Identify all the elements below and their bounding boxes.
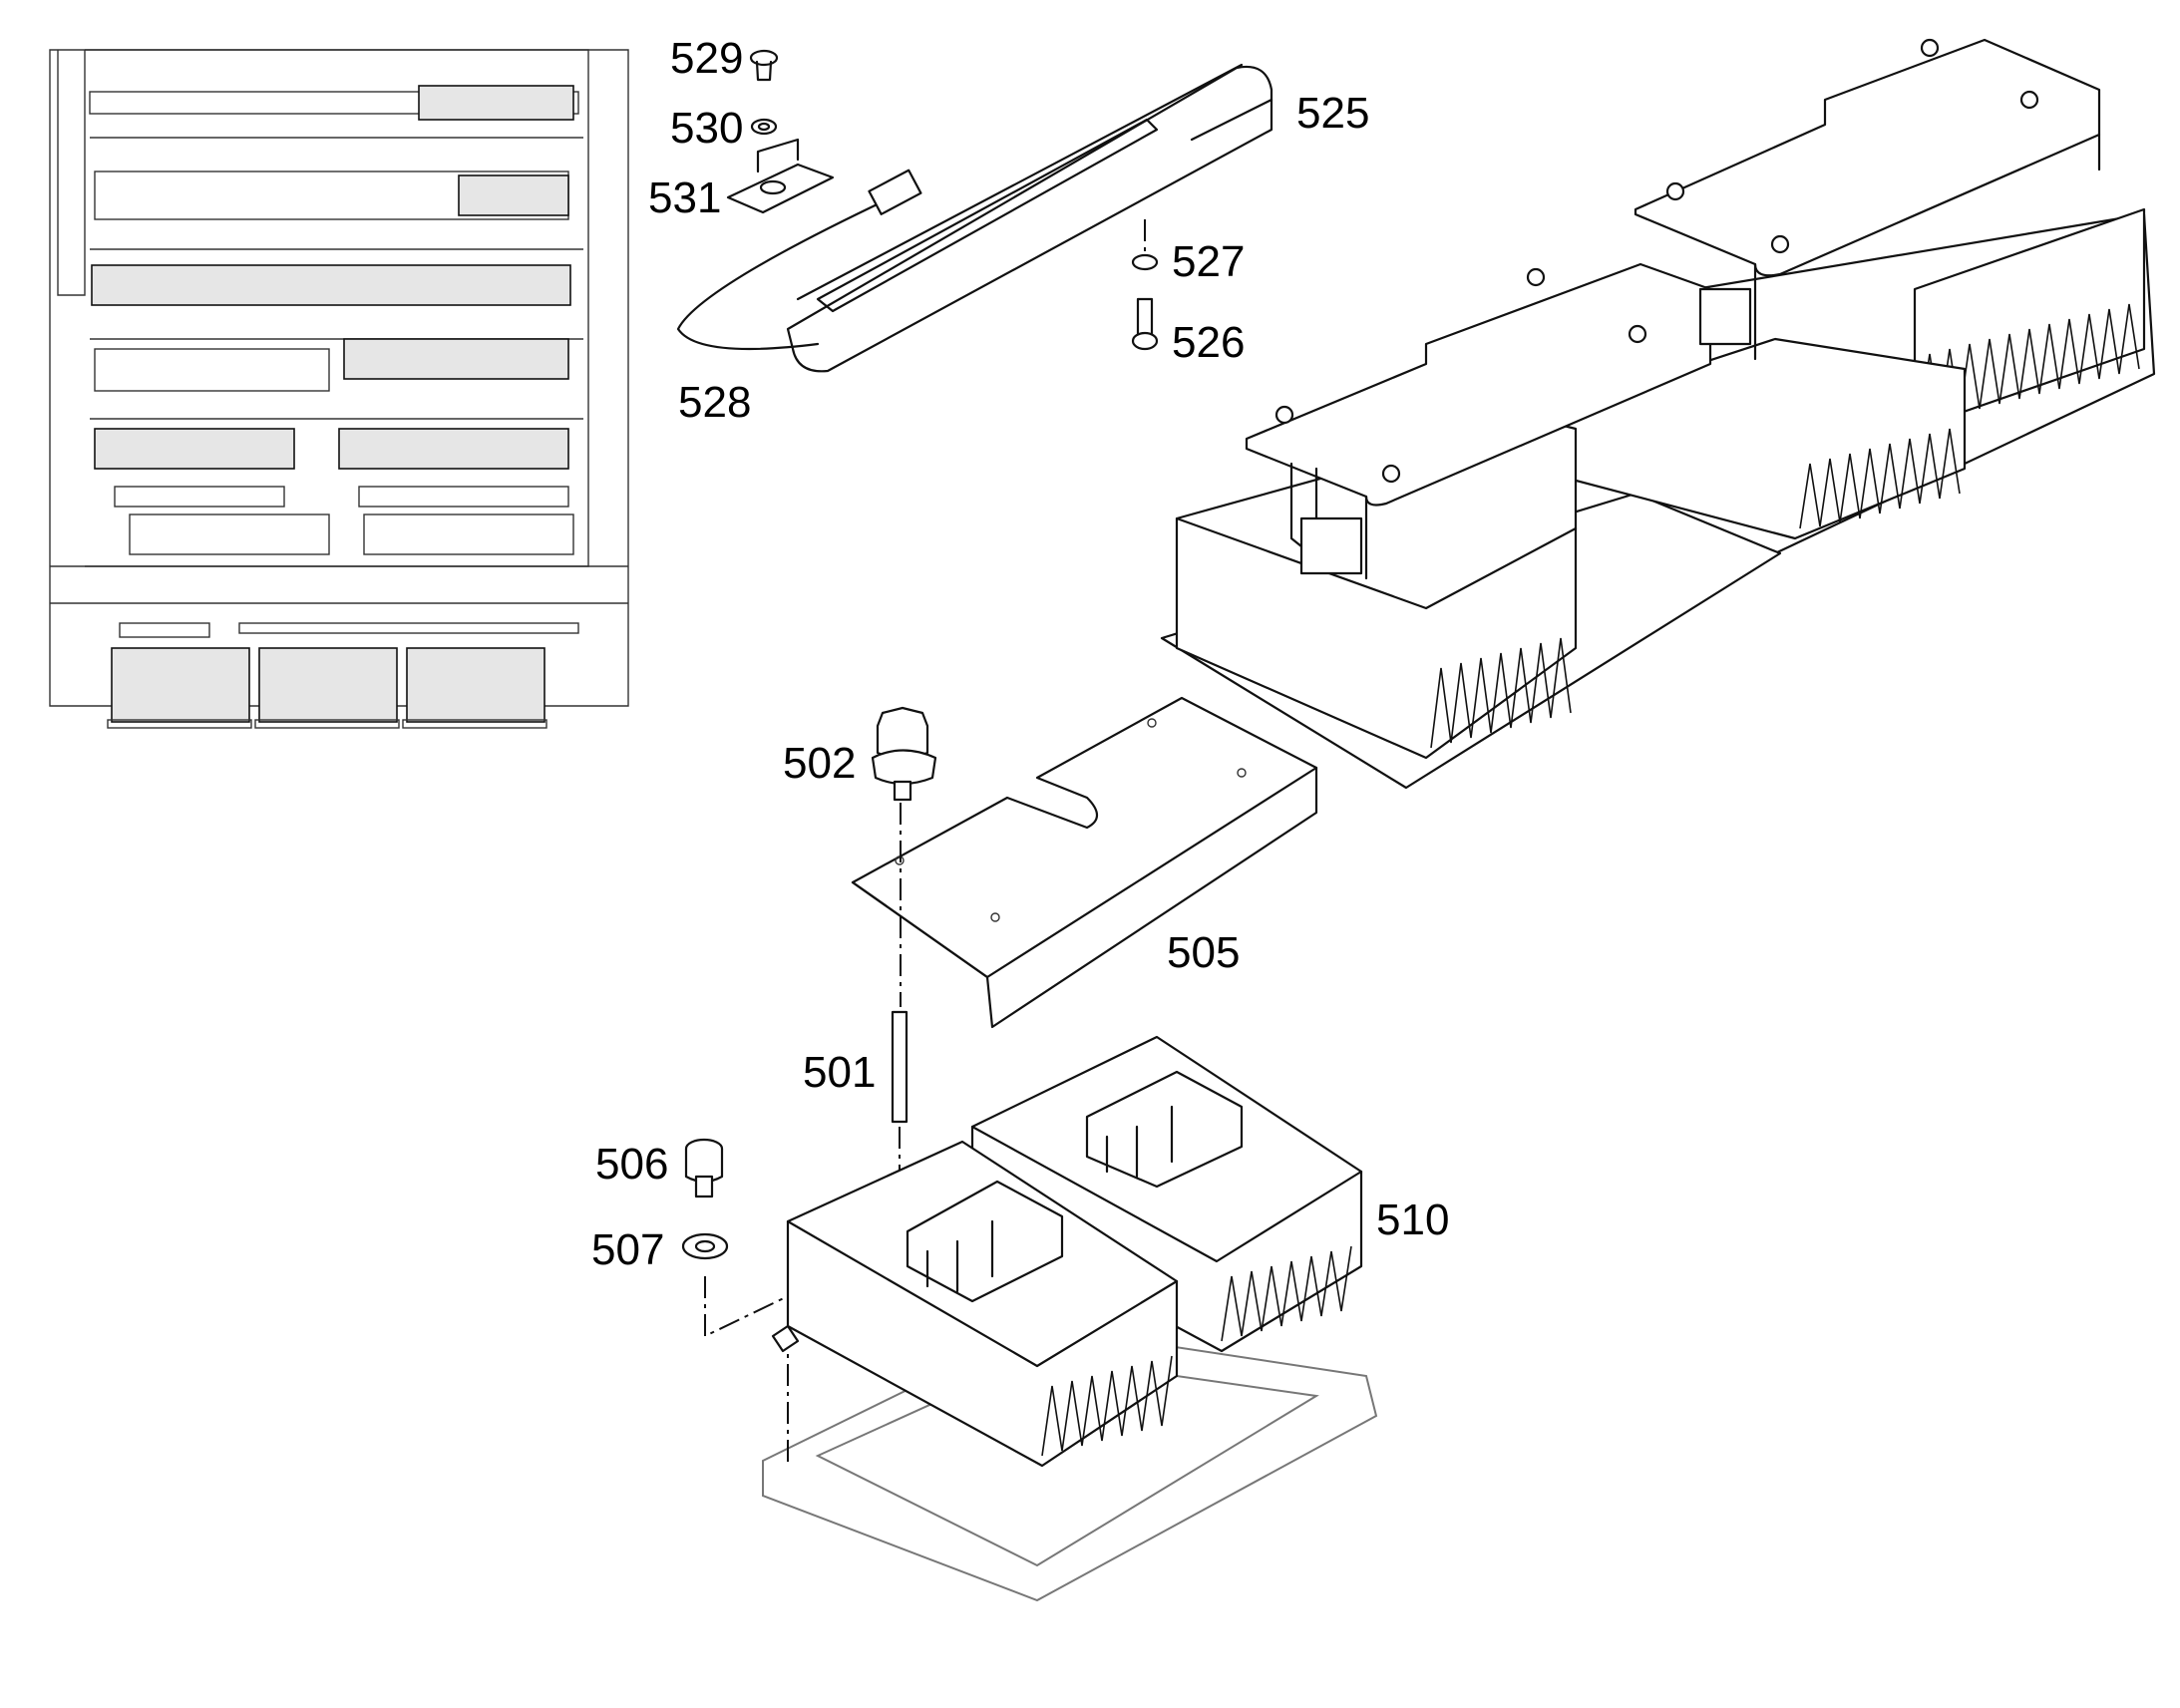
callout-507: 507 [591,1225,664,1274]
assembled-modules-right [1160,38,2156,790]
standoff-501 [891,1010,908,1246]
heatsink-module-510 [771,1035,1363,1468]
callout-526: 526 [1172,318,1245,367]
washer-530 [750,118,778,136]
callout-530: 530 [670,104,743,153]
screw-526 [1131,297,1159,351]
callout-531: 531 [648,173,721,222]
callout-506: 506 [595,1140,668,1189]
cover-bolts [1274,38,2039,484]
overview-modules [107,622,579,729]
washer-507 [681,1232,789,1338]
callout-labels: 529 530 531 525 527 526 528 502 505 501 … [591,34,1449,1274]
callout-502: 502 [783,739,856,788]
fan-tray-525 [676,63,1273,373]
callout-529: 529 [670,34,743,83]
callout-528: 528 [678,378,751,427]
cover-plate-505 [851,696,1318,1029]
overview-rails [89,85,583,555]
callout-527: 527 [1172,237,1245,286]
bracket-531 [726,138,835,214]
callout-525: 525 [1296,89,1369,138]
callout-510: 510 [1376,1196,1449,1244]
callout-501: 501 [803,1048,876,1097]
cabinet-overview [49,49,629,729]
callout-505: 505 [1167,928,1240,977]
bolt-506 [684,1138,724,1198]
fitting-502 [871,706,937,1007]
washer-527 [1131,219,1159,271]
screw-529 [749,49,779,82]
